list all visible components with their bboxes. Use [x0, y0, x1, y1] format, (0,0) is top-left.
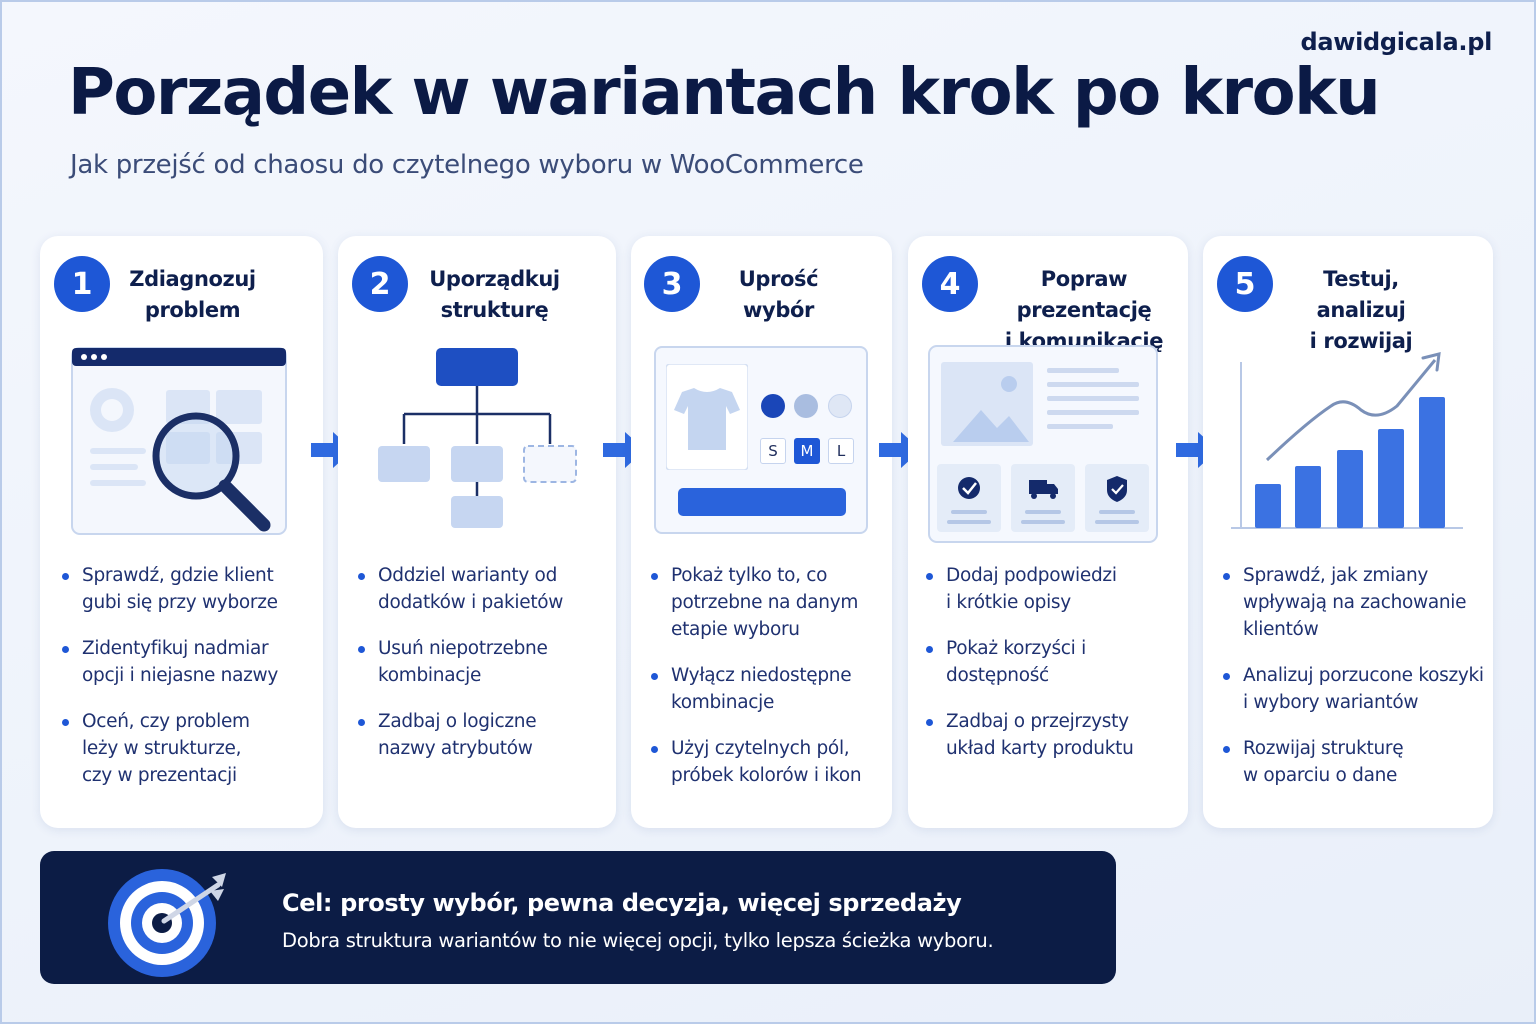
color-swatch[interactable]: [794, 394, 818, 418]
size-option-m[interactable]: M: [794, 438, 820, 464]
add-to-cart-bar[interactable]: [678, 488, 846, 516]
goal-banner: Cel: prosty wybór, pewna decyzja, więcej…: [40, 851, 1116, 984]
step-number-badge: 4: [922, 256, 978, 312]
product-option-mockup: S M L: [654, 346, 868, 534]
size-option-s[interactable]: S: [760, 438, 786, 464]
target-dart-icon: [108, 869, 226, 977]
bullet-item: Pokaż korzyści i dostępność: [924, 635, 1186, 689]
color-swatch[interactable]: [761, 394, 785, 418]
size-option-l[interactable]: L: [828, 438, 854, 464]
color-swatch[interactable]: [828, 394, 852, 418]
magnifier-diagnosis-icon: [71, 347, 287, 535]
goal-title: Cel: prosty wybór, pewna decyzja, więcej…: [282, 889, 962, 917]
brand-label: dawidgicala.pl: [1300, 28, 1492, 56]
tshirt-icon: [666, 364, 748, 470]
hierarchy-structure-icon: [378, 348, 577, 528]
page-subtitle: Jak przejść od chaosu do czytelnego wybo…: [70, 150, 864, 180]
step-number-badge: 5: [1217, 256, 1273, 312]
step-number-badge: 2: [352, 256, 408, 312]
growth-chart-icon: [1231, 352, 1463, 529]
page-title: Porządek w wariantach krok po kroku: [68, 56, 1381, 130]
goal-text: Dobra struktura wariantów to nie więcej …: [282, 929, 994, 952]
bullet-item: Użyj czytelnych pól,próbek kolorów i iko…: [649, 735, 889, 789]
step-number-badge: 1: [54, 256, 110, 312]
product-page-layout-icon: [928, 345, 1158, 543]
step-number-badge: 3: [644, 256, 700, 312]
